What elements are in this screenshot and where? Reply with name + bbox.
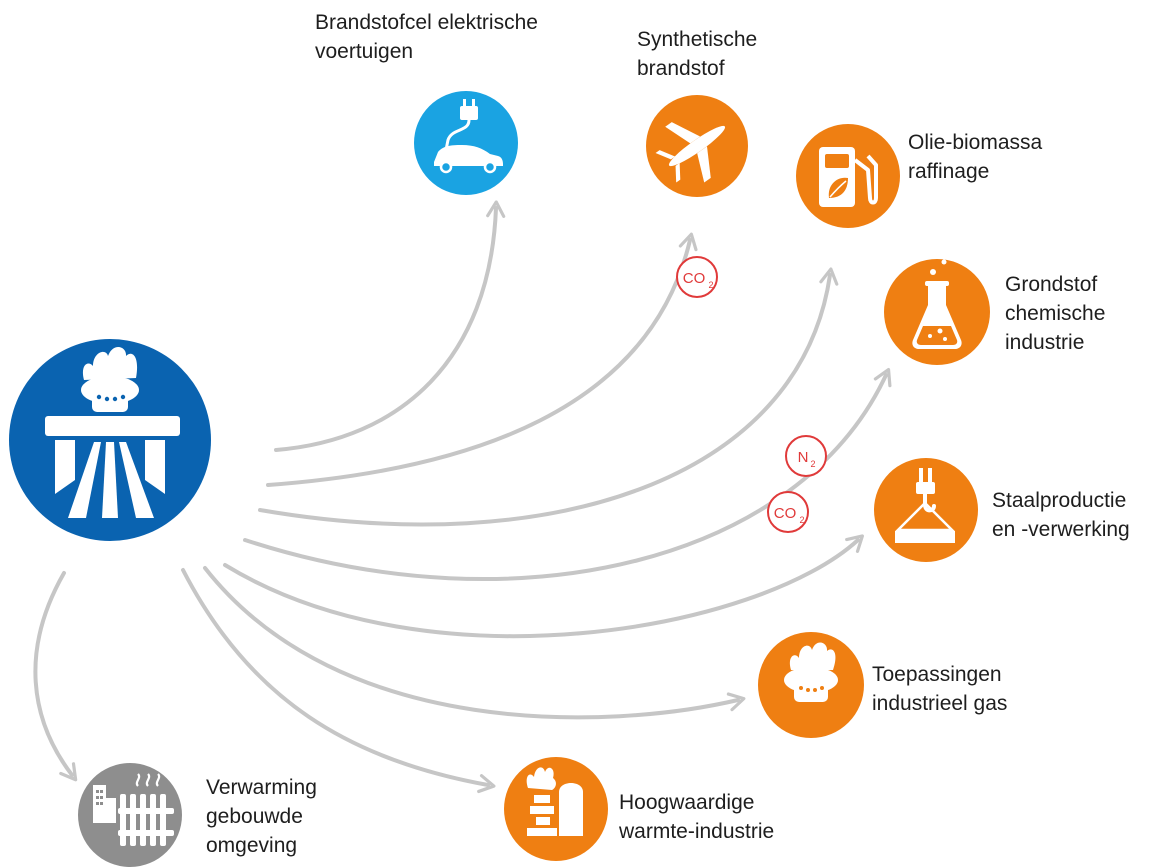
- flow-arrows: [33, 200, 892, 794]
- label-line: brandstof: [637, 57, 725, 80]
- arrow-to-steel: [223, 534, 865, 639]
- label-line: chemische: [1005, 302, 1106, 325]
- label-line: industrieel gas: [872, 692, 1008, 715]
- arrow-to-refinery: [258, 267, 839, 527]
- fuelcell-vehicles-node: [414, 91, 518, 195]
- hydrogen-hub: [9, 339, 211, 541]
- label-line: voertuigen: [315, 40, 414, 63]
- steel-production-node: [874, 458, 978, 562]
- svg-text:N: N: [798, 449, 809, 466]
- label-fuelcell-vehicles: Brandstofcel elektrische voertuigen: [315, 8, 538, 66]
- co2-marker-synfuel: CO 2: [676, 256, 718, 298]
- label-chemical-industry: Grondstof chemische industrie: [1005, 270, 1105, 357]
- n2-marker-chemical: N 2: [785, 435, 827, 477]
- arrow-to-chemical: [243, 367, 892, 582]
- industrial-gas-node: [758, 632, 864, 738]
- svg-text:2: 2: [810, 459, 815, 469]
- label-industrial-gas: Toepassingen industrieel gas: [872, 660, 1007, 718]
- label-line: Synthetische: [637, 28, 758, 51]
- label-high-temperature-heat: Hoogwaardige warmte-industrie: [619, 788, 774, 846]
- burner-on-bridge-icon: [45, 346, 180, 518]
- buildings-heating-node: [78, 763, 182, 867]
- label-line: warmte-industrie: [619, 820, 775, 843]
- arrow-to-fuelcell: [274, 200, 506, 452]
- label-steel-production: Staalproductie en -verwerking: [992, 486, 1130, 544]
- label-line: Brandstofcel elektrische: [315, 11, 538, 34]
- label-line: omgeving: [206, 834, 298, 857]
- label-line: Hoogwaardige: [619, 791, 755, 814]
- high-temperature-heat-node: [504, 757, 608, 861]
- label-synthetic-fuel: Synthetische brandstof: [637, 25, 757, 83]
- radiator-buildings-icon: [93, 773, 174, 846]
- crane-hook-icon: [894, 468, 956, 543]
- label-line: Olie-biomassa: [908, 131, 1043, 154]
- svg-text:CO: CO: [774, 505, 797, 522]
- svg-text:2: 2: [708, 280, 713, 290]
- svg-text:2: 2: [799, 515, 804, 525]
- airplane-icon: [655, 122, 726, 183]
- plug-car-icon: [434, 99, 503, 174]
- chemical-industry-node: [884, 259, 990, 365]
- label-line: Grondstof: [1005, 273, 1098, 296]
- furnace-icon: [526, 767, 583, 836]
- label-line: Verwarming: [206, 776, 317, 799]
- label-line: industrie: [1005, 331, 1085, 354]
- arrow-to-buildings: [33, 571, 78, 782]
- synthetic-fuel-node: [646, 95, 748, 197]
- label-line: Toepassingen: [872, 663, 1002, 686]
- label-refinery: Olie-biomassa raffinage: [908, 128, 1042, 186]
- burner-icon: [784, 642, 838, 702]
- label-line: raffinage: [908, 160, 990, 183]
- svg-text:CO: CO: [683, 270, 706, 287]
- fuel-pump-icon: [819, 147, 878, 207]
- label-buildings-heating: Verwarming gebouwde omgeving: [206, 773, 317, 860]
- label-line: Staalproductie: [992, 489, 1127, 512]
- arrow-to-heat: [181, 568, 496, 794]
- arrow-to-synfuel: [266, 232, 698, 487]
- refinery-node: [796, 124, 900, 228]
- co2-marker-chemical: CO 2: [767, 491, 809, 533]
- flask-icon: [912, 259, 962, 349]
- label-line: gebouwde: [206, 805, 303, 828]
- arrow-to-industrialgas: [203, 566, 746, 720]
- label-line: en -verwerking: [992, 518, 1130, 541]
